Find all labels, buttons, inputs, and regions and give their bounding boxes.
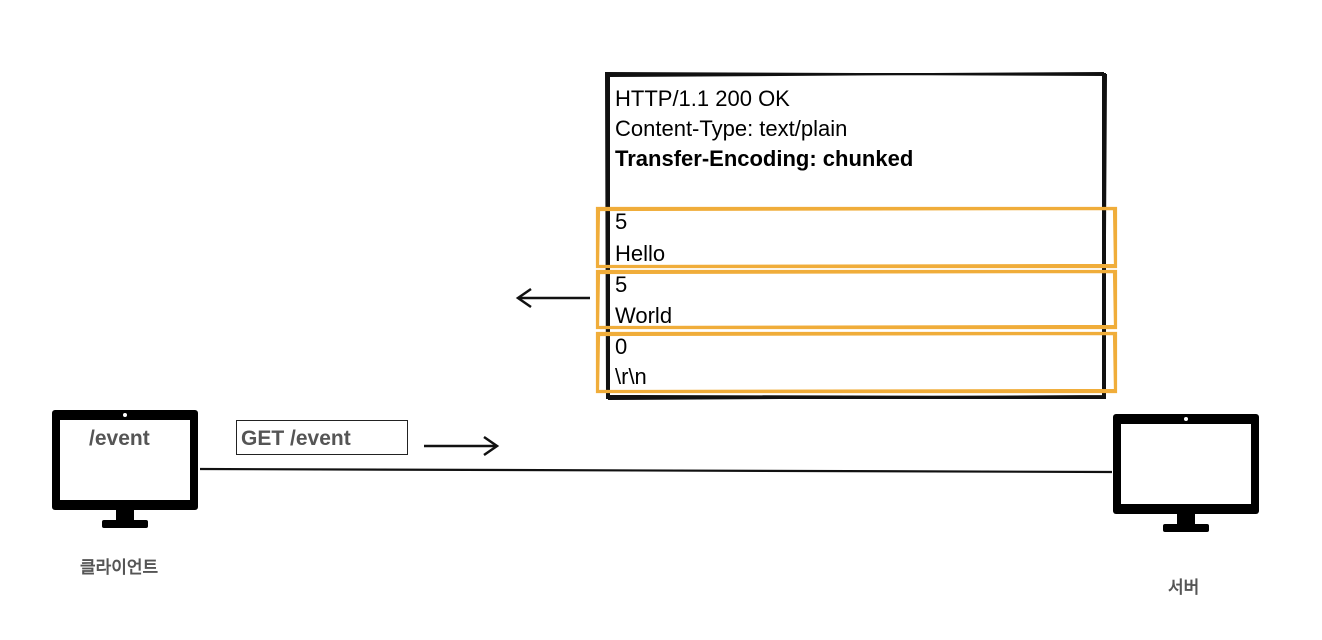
request-arrow-icon bbox=[424, 435, 500, 457]
chunk-boxes bbox=[595, 206, 1118, 394]
chunk-2-data: World bbox=[615, 303, 673, 328]
client-monitor-icon bbox=[52, 410, 198, 530]
server-monitor-icon bbox=[1113, 414, 1259, 534]
chunk-box-1 bbox=[595, 206, 1118, 269]
connection-line bbox=[199, 467, 1113, 474]
chunk-3-data: \r\n bbox=[615, 364, 647, 389]
response-header-transfer-encoding: Transfer-Encoding: chunked bbox=[615, 146, 914, 171]
chunk-box-2 bbox=[595, 269, 1118, 330]
server-label: 서버 bbox=[1168, 578, 1200, 597]
chunk-1-data: Hello bbox=[615, 241, 666, 266]
client-screen-text: /event bbox=[89, 427, 150, 450]
chunk-box-3 bbox=[595, 331, 1118, 394]
request-text: GET /event bbox=[241, 427, 351, 450]
chunk-1-size: 5 bbox=[615, 209, 628, 234]
chunk-2-size: 5 bbox=[615, 272, 628, 297]
response-status-line: HTTP/1.1 200 OK bbox=[615, 86, 790, 111]
response-box bbox=[604, 71, 1108, 401]
request-message-box: GET /event bbox=[236, 420, 408, 455]
client-label: 클라이언트 bbox=[80, 558, 159, 577]
chunk-3-size: 0 bbox=[615, 334, 628, 359]
response-arrow-icon bbox=[515, 287, 590, 309]
response-header-content-type: Content-Type: text/plain bbox=[615, 116, 848, 141]
